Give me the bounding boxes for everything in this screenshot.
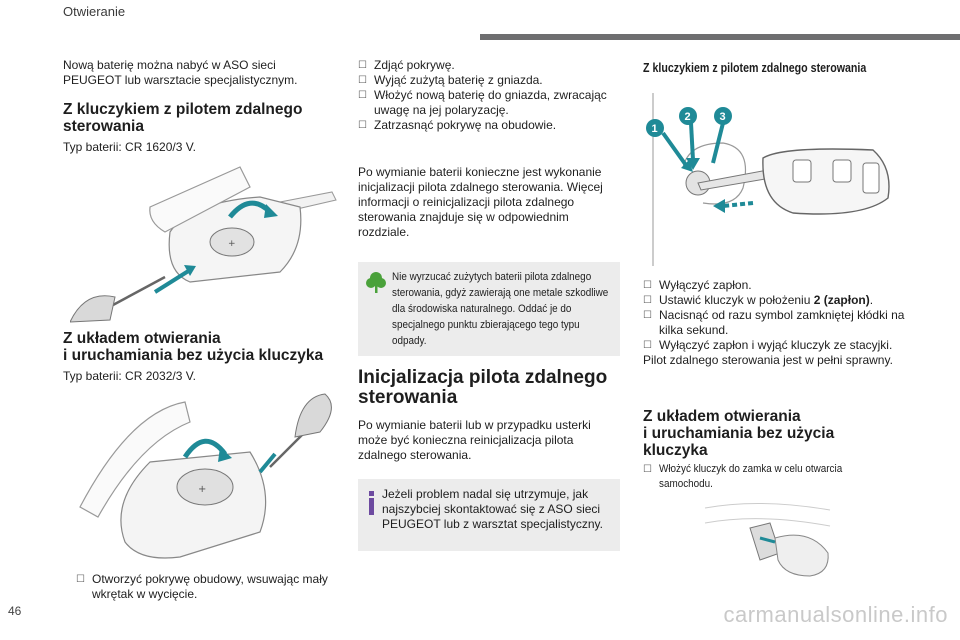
list-item: ☐Wyłączyć zapłon i wyjąć kluczyk ze stac… (643, 338, 893, 352)
eco-note: Nie wyrzucać zużytych baterii pilota zda… (358, 262, 620, 356)
callout-1: 1 (652, 123, 658, 135)
remote-init-heading: Z kluczykiem z pilotem zdalnego sterowan… (643, 60, 867, 75)
checkbox-bullet-icon: ☐ (358, 75, 367, 86)
battery-steps-list: ☐Zdjąć pokrywę. ☐Wyjąć zużytą baterię z … (358, 58, 620, 133)
info-note: Jeżeli problem nadal się utrzymuje, jak … (358, 479, 620, 551)
page-number: 46 (8, 604, 22, 618)
keyless-init-step: ☐ Włożyć kluczyk do zamka w celu otwarci… (643, 463, 843, 490)
list-item: ☐Wyłączyć zapłon. (643, 278, 752, 292)
callout-3: 3 (720, 111, 726, 123)
hand-key-lock-illustration (700, 498, 840, 580)
checkbox-bullet-icon: ☐ (643, 464, 652, 475)
keyless-init-heading: Z układem otwierania i uruchamiania bez … (643, 408, 835, 459)
info-note-text: Jeżeli problem nadal się utrzymuje, jak … (382, 487, 603, 531)
list-item: ☐Wyjąć zużytą baterię z gniazda. (358, 73, 543, 87)
remote-heading: Z kluczykiem z pilotem zdalnego sterowan… (63, 101, 303, 135)
init-steps-list: ☐Wyłączyć zapłon. ☐Ustawić kluczyk w poł… (643, 278, 913, 368)
list-item: ☐Nacisnąć od razu symbol zamkniętej kłód… (643, 308, 905, 337)
checkbox-bullet-icon: ☐ (358, 90, 367, 101)
header-bar (480, 34, 960, 40)
init-heading: Inicjalizacja pilota zdalnego sterowania (358, 367, 608, 408)
init-text: Po wymianie baterii lub w przypadku uste… (358, 418, 591, 462)
after-replacement-text: Po wymianie baterii konieczne jest wykon… (358, 165, 603, 239)
checkbox-bullet-icon: ☐ (358, 60, 367, 71)
keyless-battery-type: Typ baterii: CR 2032/3 V. (63, 369, 196, 383)
eco-note-text: Nie wyrzucać zużytych baterii pilota zda… (392, 271, 609, 347)
list-item: ☐Włożyć nową baterię do gniazda, zwracaj… (358, 88, 607, 117)
checkbox-bullet-icon: ☐ (643, 340, 652, 351)
svg-text:+: + (198, 484, 206, 495)
list-item: ☐Zdjąć pokrywę. (358, 58, 455, 72)
list-item: ☐Ustawić kluczyk w położeniu 2 (zapłon). (643, 293, 874, 307)
section-title: Otwieranie (63, 4, 126, 19)
eco-leaf-icon (366, 272, 386, 293)
svg-text:+: + (228, 239, 236, 249)
remote-battery-type: Typ baterii: CR 1620/3 V. (63, 140, 196, 154)
checkbox-bullet-icon: ☐ (643, 280, 652, 291)
checkbox-bullet-icon: ☐ (76, 574, 85, 585)
keyless-heading: Z układem otwierania i uruchamiania bez … (63, 330, 324, 364)
remote-key-battery-illustration: + (70, 162, 340, 327)
keyless-fob-battery-illustration: + (70, 392, 340, 562)
watermark: carmanualsonline.info (723, 602, 948, 627)
checkbox-bullet-icon: ☐ (643, 310, 652, 321)
checkbox-bullet-icon: ☐ (358, 120, 367, 131)
checkbox-bullet-icon: ☐ (643, 295, 652, 306)
ignition-key-illustration: 1 2 3 (643, 88, 903, 268)
result-text: Pilot zdalnego sterowania jest w pełni s… (643, 353, 893, 367)
open-cover-step: ☐ Otworzyć pokrywę obudowy, wsuwając mał… (76, 572, 328, 601)
callout-2: 2 (685, 111, 691, 123)
list-item: ☐Zatrzasnąć pokrywę na obudowie. (358, 118, 557, 132)
info-icon (368, 491, 376, 517)
intro-text: Nową baterię można nabyć w ASO sieci PEU… (63, 58, 298, 87)
